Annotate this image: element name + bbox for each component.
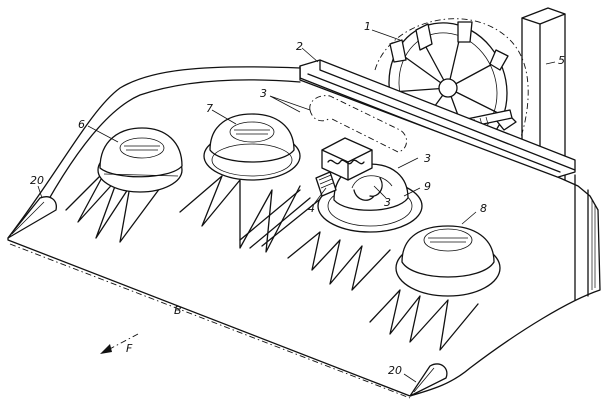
left-divider	[7, 196, 57, 239]
label-3-lower: 3	[384, 196, 391, 209]
label-1: 1	[364, 20, 371, 33]
label-7: 7	[206, 102, 213, 115]
label-2: 2	[296, 40, 303, 53]
label-20-left: 20	[30, 174, 44, 187]
label-f: F	[126, 342, 133, 355]
leader-lines	[37, 29, 556, 383]
dome-8	[395, 225, 501, 297]
guide-fingers	[65, 169, 479, 351]
direction-arrow-f	[100, 333, 139, 354]
label-3-right: 3	[424, 152, 431, 165]
reference-labels: 1 2 3 3 3 4 5 6 7 8 9 20 20 B F	[30, 20, 565, 377]
label-8: 8	[480, 202, 487, 215]
label-20-right: 20	[388, 364, 402, 377]
dome-6	[97, 127, 183, 193]
label-b: B	[174, 304, 182, 317]
drive-unit-4	[315, 137, 373, 197]
cylinder-3	[309, 95, 407, 153]
right-divider	[409, 363, 448, 397]
dome-7	[203, 113, 301, 181]
label-5: 5	[558, 54, 565, 67]
dimension-line-b	[9, 243, 411, 399]
label-6: 6	[78, 118, 85, 131]
label-4: 4	[308, 202, 315, 215]
label-9: 9	[424, 180, 431, 193]
label-3-upper: 3	[260, 87, 267, 100]
